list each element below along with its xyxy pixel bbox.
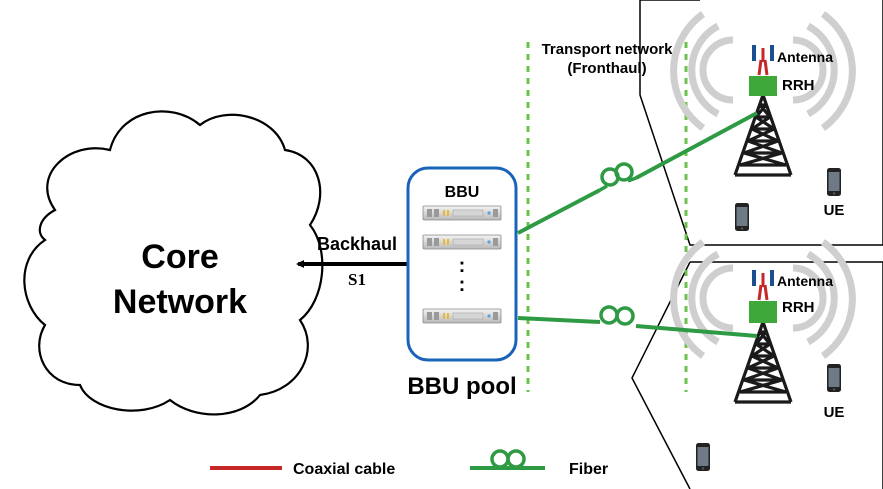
- fiber-line: [517, 111, 758, 235]
- smartphone-icon: [827, 364, 841, 392]
- signal-wave-icon: [670, 239, 856, 359]
- bbu-unit-label: BBU: [445, 184, 480, 201]
- fiber-line: [517, 316, 758, 338]
- antenna-label: Antenna: [777, 273, 833, 289]
- server-icon: [422, 308, 502, 324]
- fiber-coil-icon: [490, 449, 526, 469]
- antenna-label: Antenna: [777, 49, 833, 65]
- bbu-ellipsis-bottom: :: [459, 274, 466, 296]
- fiber-coil-icon: [599, 162, 637, 192]
- bbu-ellipsis-top: :: [459, 255, 466, 277]
- rrh-label: RRH: [782, 299, 815, 316]
- backhaul-link: Backhaul S1: [296, 234, 408, 289]
- rrh-label: RRH: [782, 77, 815, 94]
- arrowhead-icon: [296, 260, 304, 268]
- rrh-box: [749, 301, 777, 323]
- core-network-cloud: Core Network: [23, 110, 324, 416]
- fiber-link-top: [517, 111, 758, 235]
- ue-label: UE: [824, 404, 845, 421]
- smartphone-icon: [696, 443, 710, 471]
- core-network-label-line1: Core: [141, 238, 218, 276]
- cloud-icon: [23, 110, 324, 416]
- coaxial-legend-label: Coaxial cable: [293, 461, 395, 478]
- fiber-coil-icon: [599, 305, 635, 326]
- ue-label: UE: [824, 202, 845, 219]
- smartphone-icon: [827, 168, 841, 196]
- cell-top: Antenna RRH UE: [670, 11, 856, 231]
- tower-icon: [733, 93, 793, 177]
- bbu-pool-label: BBU pool: [407, 373, 516, 400]
- rrh-box: [749, 76, 777, 96]
- fiber-legend-label: Fiber: [569, 461, 608, 478]
- transport-network-label: Transport network: [542, 41, 674, 58]
- smartphone-icon: [735, 203, 749, 231]
- fiber-link-bottom: [517, 305, 758, 338]
- antenna-icon: [752, 45, 774, 76]
- antenna-icon: [752, 270, 774, 301]
- fronthaul-label: (Fronthaul): [567, 60, 646, 77]
- cell-hexagon-top: [639, 0, 883, 246]
- signal-wave-icon: [670, 11, 856, 131]
- backhaul-label: Backhaul: [317, 234, 397, 254]
- cell-bottom: Antenna RRH UE: [670, 239, 856, 471]
- s1-interface-label: S1: [348, 270, 366, 289]
- bbu-pool: BBU : : BBU pool: [406, 166, 518, 400]
- legend: Coaxial cable Fiber: [210, 449, 608, 478]
- server-icon: [422, 205, 502, 221]
- server-icon: [422, 234, 502, 250]
- core-network-label-line2: Network: [113, 283, 247, 321]
